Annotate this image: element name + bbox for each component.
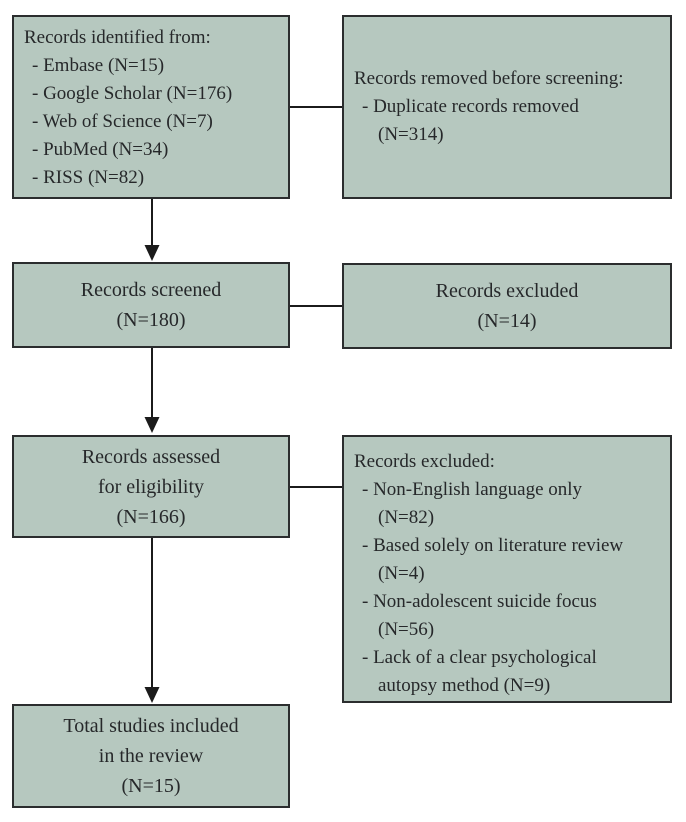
exclusion-reason-count: (N=4)	[378, 563, 425, 584]
box-total-included: Total studies included in the review (N=…	[12, 704, 290, 808]
source-item: - PubMed (N=34)	[32, 139, 169, 160]
box-records-assessed-line1: Records assessed	[81, 445, 221, 468]
arrowhead-screened-to-assessed	[144, 417, 160, 433]
arrowhead-identified-to-screened	[144, 245, 160, 261]
box-records-screened-count: (N=180)	[116, 309, 186, 331]
source-item: - Google Scholar (N=176)	[32, 83, 233, 104]
source-item: - Web of Science (N=7)	[32, 111, 213, 132]
removed-reason: - Duplicate records removed	[362, 96, 579, 117]
exclusion-reason: - Non-adolescent suicide focus	[362, 591, 597, 612]
source-item: - RISS (N=82)	[32, 167, 145, 188]
source-item: - Embase (N=15)	[32, 55, 165, 76]
box-total-included-line1: Total studies included	[63, 715, 239, 737]
box-records-excluded-eligibility-title: Records excluded:	[354, 451, 495, 472]
box-records-screened: Records screened (N=180)	[12, 262, 290, 348]
box-records-screened-label: Records screened	[80, 279, 222, 301]
removed-reason-count: (N=314)	[378, 124, 444, 145]
box-records-assessed-count: (N=166)	[116, 505, 186, 528]
box-records-excluded-screening-label: Records excluded	[435, 280, 579, 302]
exclusion-reason-count: (N=56)	[378, 619, 435, 640]
arrowhead-assessed-to-included	[144, 687, 160, 703]
box-records-excluded-screening-count: (N=14)	[477, 310, 537, 332]
box-records-removed: Records removed before screening: - Dupl…	[342, 15, 672, 199]
box-records-identified-title: Records identified from:	[24, 27, 211, 48]
box-records-removed-title: Records removed before screening:	[354, 68, 624, 89]
exclusion-reason: - Based solely on literature review	[362, 535, 624, 556]
exclusion-reason: - Lack of a clear psychological	[362, 647, 597, 668]
exclusion-reason: - Non-English language only	[362, 479, 583, 500]
exclusion-reason-count: (N=82)	[378, 507, 435, 528]
box-records-excluded-screening: Records excluded (N=14)	[342, 263, 672, 349]
box-total-included-line2: in the review	[98, 745, 204, 767]
box-records-assessed-line2: for eligibility	[97, 475, 205, 498]
box-records-identified: Records identified from: - Embase (N=15)…	[12, 15, 290, 199]
box-total-included-count: (N=15)	[121, 775, 181, 797]
exclusion-reason-count: autopsy method (N=9)	[378, 675, 551, 696]
box-records-assessed: Records assessed for eligibility (N=166)	[12, 435, 290, 538]
box-records-excluded-eligibility: Records excluded: - Non-English language…	[342, 435, 672, 703]
